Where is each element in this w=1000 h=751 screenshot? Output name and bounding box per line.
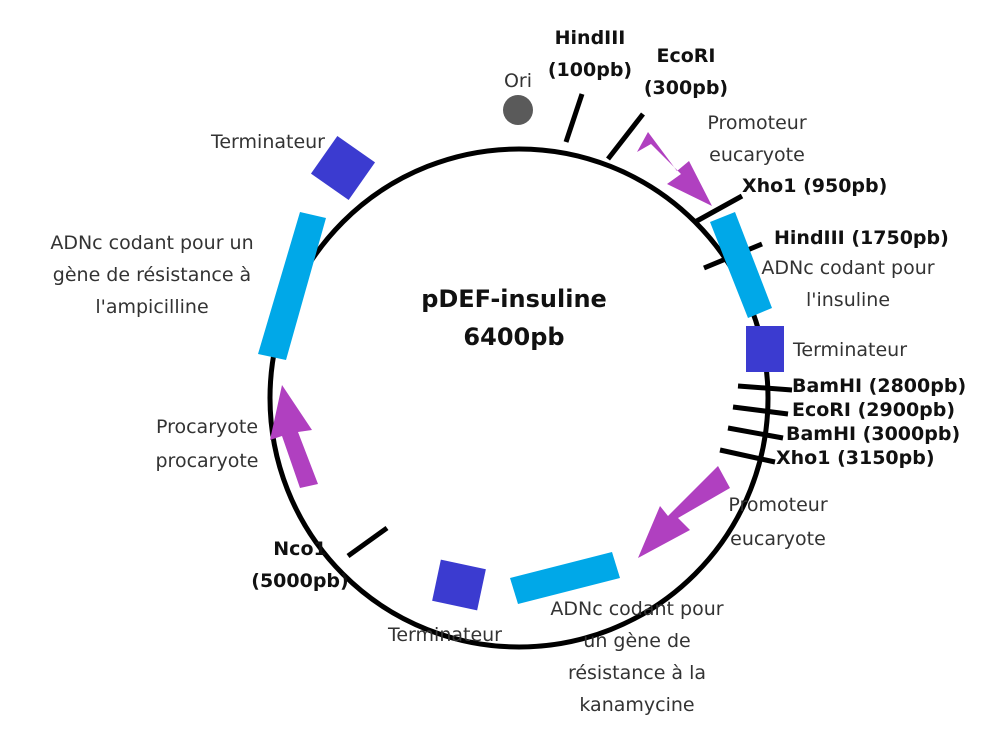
label-cdna-kanamycin-line2: un gène de — [583, 630, 690, 652]
label-cdna-ampicillin-line3: l'ampicilline — [95, 296, 208, 318]
label-promoter-eucaryote-2-line1: Promoteur — [728, 494, 827, 516]
label-promoter-eucaryote-2-line2: eucaryote — [730, 528, 826, 550]
site-label-xho1-950: Xho1 (950pb) — [742, 175, 887, 197]
origin-marker — [503, 95, 533, 125]
site-label-nco1-5000-pos: (5000pb) — [251, 570, 348, 592]
site-tick-ecori-2900 — [732, 404, 789, 417]
site-tick-ecori-300 — [606, 112, 645, 161]
label-terminator-bottom: Terminateur — [387, 624, 502, 646]
site-label-bamhi-2800: BamHI (2800pb) — [792, 375, 966, 397]
site-label-nco1-5000-name: Nco1 — [273, 538, 326, 560]
site-tick-nco1-5000 — [346, 525, 389, 559]
label-cdna-kanamycin-line4: kanamycine — [579, 694, 694, 716]
label-prokaryote-line2: procaryote — [156, 450, 259, 472]
label-cdna-insulin-line1: ADNc codant pour — [761, 257, 934, 279]
label-terminator-right: Terminateur — [792, 339, 907, 361]
promoter-arrow-1 — [637, 132, 712, 206]
site-label-ecori-300-pos: (300pb) — [644, 77, 728, 99]
site-tick-xho1-950 — [693, 193, 744, 225]
label-cdna-kanamycin-line1: ADNc codant pour — [550, 598, 723, 620]
label-cdna-ampicillin-line2: gène de résistance à — [53, 264, 251, 286]
terminator-bottom — [432, 559, 486, 611]
site-label-xho1-3150: Xho1 (3150pb) — [776, 447, 935, 469]
label-cdna-kanamycin-line3: résistance à la — [568, 662, 706, 684]
site-label-hindiii-1750: HindIII (1750pb) — [774, 227, 949, 249]
plasmid-backbone — [267, 146, 771, 650]
plasmid-name: pDEF-insuline — [421, 285, 607, 313]
site-tick-hindiii-100 — [563, 93, 585, 143]
cdna-ampicillin-block — [258, 212, 326, 360]
label-cdna-insulin-line2: l'insuline — [806, 289, 890, 311]
label-cdna-ampicillin-line1: ADNc codant pour un — [50, 232, 253, 254]
site-label-ecori-300-name: EcoRI — [657, 45, 716, 67]
label-promoter-eucaryote-1-line2: eucaryote — [709, 144, 805, 166]
promoter-arrow-prok — [270, 385, 318, 488]
site-label-ecori-2900: EcoRI (2900pb) — [792, 399, 955, 421]
plasmid-size: 6400pb — [463, 323, 564, 351]
origin-label: Ori — [504, 70, 532, 92]
label-prokaryote-line1: Procaryote — [156, 416, 258, 438]
site-label-hindiii-100-pos: (100pb) — [548, 59, 632, 81]
site-tick-bamhi-2800 — [737, 383, 793, 393]
cdna-kanamycin-block — [510, 552, 620, 604]
site-label-hindiii-100-name: HindIII — [555, 27, 626, 49]
site-tick-xho1-3150 — [719, 447, 776, 465]
terminator-right — [746, 326, 784, 372]
label-terminator-topleft: Terminateur — [210, 131, 325, 153]
site-tick-bamhi-3000 — [727, 425, 784, 441]
promoter-arrow-2 — [638, 466, 730, 558]
site-label-bamhi-3000: BamHI (3000pb) — [786, 423, 960, 445]
terminator-topleft — [310, 135, 376, 201]
label-promoter-eucaryote-1-line1: Promoteur — [707, 112, 806, 134]
cdna-insulin-block — [710, 212, 772, 318]
